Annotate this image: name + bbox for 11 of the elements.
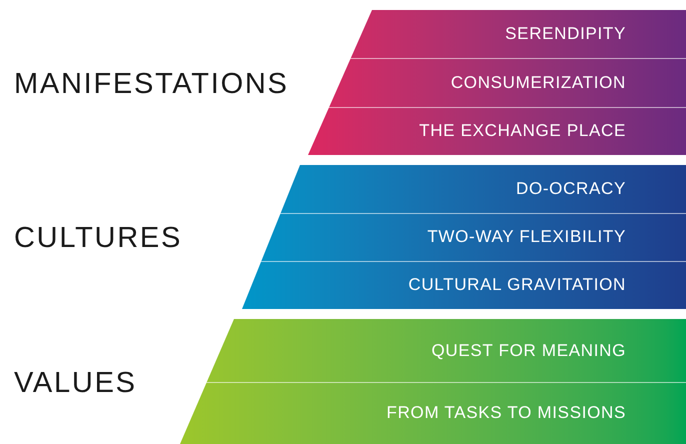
tier-item: QUEST FOR MEANING: [432, 340, 626, 362]
tier-item: CONSUMERIZATION: [450, 72, 626, 94]
tier-item: CULTURAL GRAVITATION: [408, 274, 626, 296]
tier-item: TWO-WAY FLEXIBILITY: [427, 226, 626, 248]
tier-heading: VALUES: [14, 369, 137, 398]
tier-item: DO-OCRACY: [516, 178, 626, 200]
tier-item: THE EXCHANGE PLACE: [419, 120, 626, 142]
tier-heading: CULTURES: [14, 224, 182, 253]
tier-item: SERENDIPITY: [505, 23, 626, 46]
tier-heading: MANIFESTATIONS: [14, 70, 289, 99]
tier-item: FROM TASKS TO MISSIONS: [386, 402, 626, 424]
